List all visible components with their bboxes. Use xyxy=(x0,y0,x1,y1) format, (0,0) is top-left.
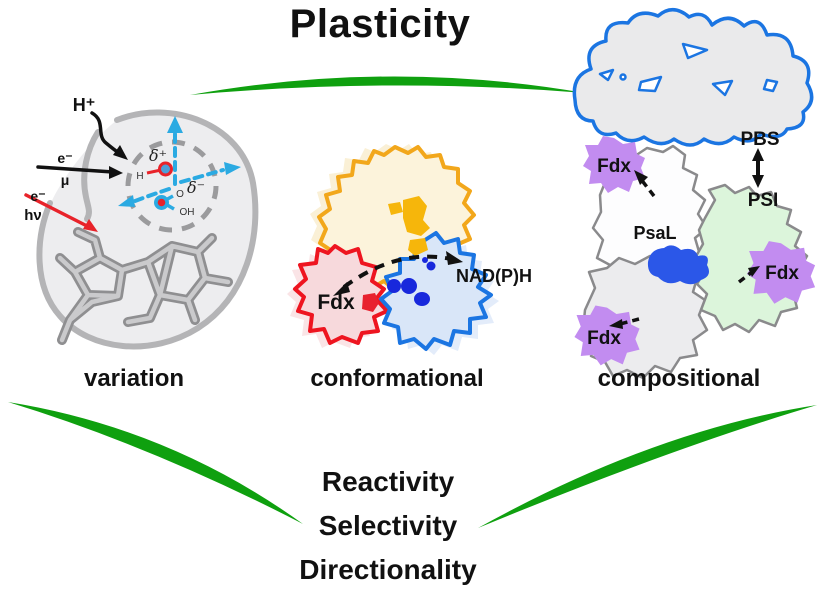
proton-arrowhead-icon xyxy=(113,145,128,160)
caption-variation: variation xyxy=(83,365,185,392)
hydrogen-label: H xyxy=(136,171,143,182)
pbs-blob xyxy=(572,8,814,147)
caption-conformational: conformational xyxy=(310,365,484,392)
cell-outline xyxy=(36,109,259,350)
blue-cofactors xyxy=(387,257,436,306)
pbs-label: PBS xyxy=(740,129,779,150)
electron-arrowhead-icon xyxy=(109,166,123,179)
fdx-arrow-right xyxy=(737,270,754,284)
delta-plus-label: δ⁺ xyxy=(149,146,167,165)
psal-label: PsaL xyxy=(633,223,676,243)
fdx-arrows xyxy=(619,176,754,326)
pbs-holes xyxy=(598,42,779,97)
yellow-cofactors xyxy=(388,196,430,256)
caption-compositional: compositional xyxy=(597,365,761,392)
fdx-arrowhead-top-icon xyxy=(634,170,648,185)
photo-electron-arrowhead-icon xyxy=(83,219,98,232)
hydroxide-molecule-delta-minus xyxy=(154,194,175,211)
electron-label: e⁻ xyxy=(57,150,72,166)
arrowhead-left-icon xyxy=(118,195,135,207)
outcome-selectivity: Selectivity xyxy=(318,510,458,541)
photo-electron-arrow xyxy=(24,193,91,229)
compositional-panel: PBS PSI PsaL Fdx Fdx Fdx xyxy=(572,8,816,380)
fdx-arrow-top xyxy=(638,176,656,198)
diffusion-arrow-right xyxy=(179,168,225,184)
outcome-directionality: Directionality xyxy=(299,554,477,585)
red-cofactor xyxy=(362,293,379,312)
proton-label: H⁺ xyxy=(73,95,96,115)
hnu-label: hν xyxy=(24,207,42,224)
fdx-label-right: Fdx xyxy=(765,263,799,284)
arrowhead-up-icon xyxy=(167,116,183,133)
mu-label: μ xyxy=(61,172,70,188)
delta-minus-label: δ⁻ xyxy=(187,178,205,197)
diffusion-arrows xyxy=(133,130,225,203)
oxygen-label: O xyxy=(176,189,184,200)
water-molecule-delta-plus xyxy=(146,161,173,177)
psi-label: PSI xyxy=(748,190,779,211)
pbs-psi-arrowhead-up-icon xyxy=(752,148,764,161)
page-title: Plasticity xyxy=(289,2,471,46)
reaction-site-circle xyxy=(125,139,219,233)
swoosh-bottom-left xyxy=(8,402,303,524)
pbs-psi-arrow xyxy=(752,148,764,188)
electron-arrow xyxy=(36,165,115,174)
pbs-psi-arrowhead-down-icon xyxy=(752,175,764,188)
pigment-skeleton xyxy=(55,227,233,345)
variation-panel: H⁺ e⁻ μ e⁻ hν δ⁺ δ⁻ H O OH xyxy=(24,95,259,350)
outcome-reactivity: Reactivity xyxy=(321,466,455,497)
membrane-line xyxy=(81,129,101,222)
fdx-label: Fdx xyxy=(317,291,355,314)
swoosh-top xyxy=(190,76,585,95)
fdx-arrow-bottom xyxy=(619,317,640,326)
fdx-arrowhead-bottom-icon xyxy=(609,319,623,329)
arrowhead-right-icon xyxy=(224,162,241,175)
conformational-swing-arrow xyxy=(342,254,452,289)
fdx-label-top: Fdx xyxy=(597,156,631,177)
diffusion-arrow-left xyxy=(133,187,171,203)
fdx-arrowhead-right-icon xyxy=(748,266,760,277)
hydroxyl-label: OH xyxy=(180,207,195,218)
fdx-label-bottom: Fdx xyxy=(587,328,621,349)
psal-blob xyxy=(647,245,709,285)
swing-arrowhead-right-icon xyxy=(446,251,463,265)
photo-electron-label: e⁻ xyxy=(30,188,45,204)
swoosh-bottom-right xyxy=(478,405,817,528)
swing-arrowhead-left-icon xyxy=(333,282,350,296)
conformational-panel: Fdx NAD(P)H xyxy=(287,144,532,355)
nadph-label: NAD(P)H xyxy=(456,266,532,286)
